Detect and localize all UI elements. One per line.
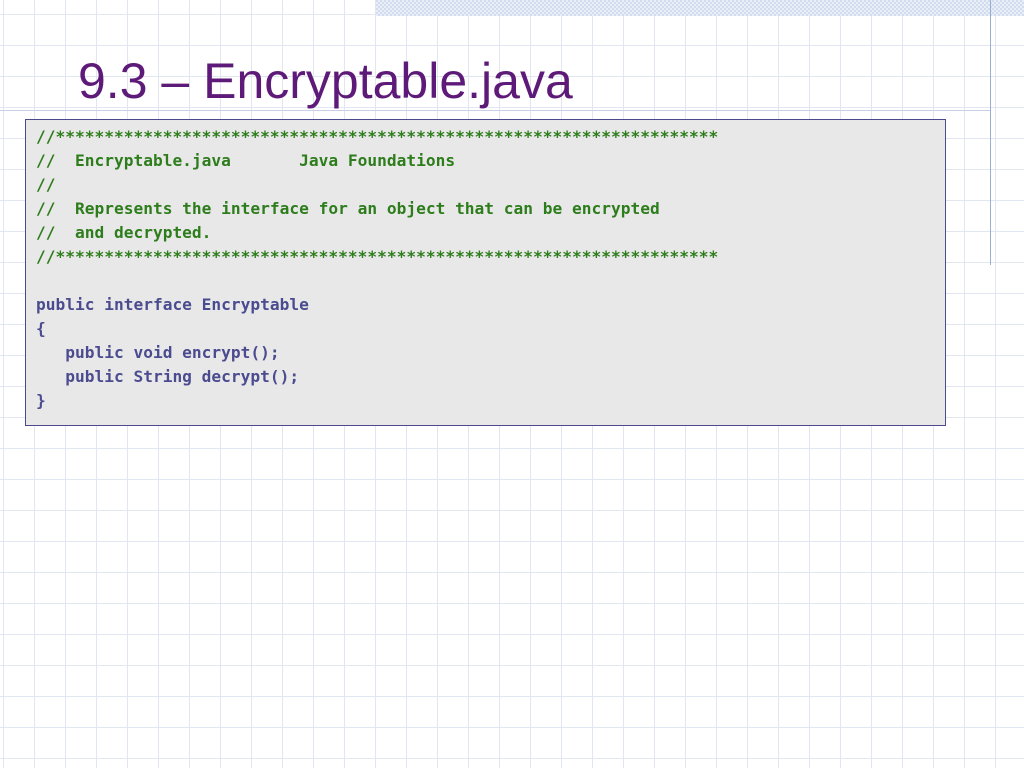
code-line: } xyxy=(36,391,46,410)
code-listing: //**************************************… xyxy=(25,119,946,426)
comment-line: //**************************************… xyxy=(36,127,719,146)
comment-line: // Encryptable.java Java Foundations xyxy=(36,151,456,170)
comment-line: //**************************************… xyxy=(36,247,719,266)
code-line: public interface Encryptable xyxy=(36,295,309,314)
title-underline xyxy=(0,110,990,111)
vertical-divider xyxy=(990,0,991,265)
code-line: { xyxy=(36,319,46,338)
slide-title: 9.3 – Encryptable.java xyxy=(78,53,573,109)
comment-line: // Represents the interface for an objec… xyxy=(36,199,660,218)
comment-line: // and decrypted. xyxy=(36,223,212,242)
header-decoration-band xyxy=(376,0,1024,16)
code-line: public String decrypt(); xyxy=(36,367,300,386)
blank-line xyxy=(36,269,945,293)
comment-line: // xyxy=(36,175,56,194)
code-line: public void encrypt(); xyxy=(36,343,280,362)
